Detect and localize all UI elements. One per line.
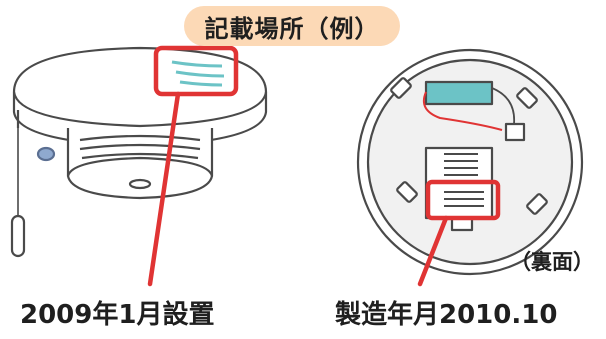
left-highlight-box (153, 45, 239, 97)
title-badge: 記載場所（例） (184, 6, 400, 46)
left-pointer-line (147, 91, 181, 287)
highlight-marks (147, 45, 501, 287)
install-date-caption: 2009年1月設置 (20, 300, 215, 330)
right-highlight-box (425, 179, 501, 221)
smoke-detector-back-icon (356, 48, 584, 276)
manufacture-date-caption: 製造年月2010.10 (335, 300, 558, 330)
smoke-detector-front-icon (10, 46, 268, 258)
back-side-label: （裏面） (510, 250, 594, 274)
right-pointer-line (417, 215, 449, 287)
